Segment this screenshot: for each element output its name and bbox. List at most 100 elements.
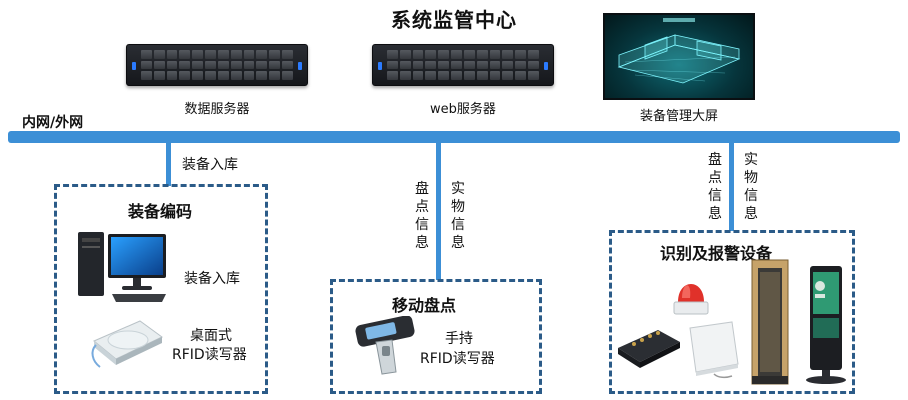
drive-bay [476,71,488,80]
data-server-label: 数据服务器 [184,102,250,117]
security-gate-icon [751,259,789,385]
alarm-group [609,230,855,394]
coding-item-desktop-reader-label-2: RFID读写器 [172,347,247,363]
drive-bay [438,71,450,80]
handheld-rfid-reader-icon [355,316,415,375]
drive-bay [179,60,191,70]
drive-bay [282,60,293,70]
drive-bay [528,50,539,59]
drive-bay [166,50,178,59]
drive-bay [256,50,268,59]
face-recognition-kiosk-icon [806,266,846,384]
drive-bay [269,60,281,70]
network-bus [8,131,900,143]
web-server-image [372,44,554,86]
drive-bay [141,71,152,80]
drive-bay [399,50,411,59]
drive-bay [515,50,527,59]
drive-bay [192,50,204,59]
drive-bay [282,50,293,59]
drive-bay [425,71,437,80]
mobile-group [330,279,542,394]
drive-bay [179,50,191,59]
drive-bay [205,60,216,70]
drive-bay [451,60,462,70]
drive-bay [179,71,191,80]
drive-bay [399,60,411,70]
drive-bay [243,71,255,80]
drive-bay [166,71,178,80]
network-label: 内网/外网 [22,115,84,131]
drive-bay [387,50,398,59]
drive-bay [476,50,488,59]
drive-bay [205,50,216,59]
data-server-image [126,44,308,86]
mobile-item-label-2: RFID读写器 [420,351,495,367]
drive-bays [141,50,293,80]
drive-bay [230,71,242,80]
drive-bay [230,60,242,70]
drive-bay [153,71,165,80]
rfid-antenna-icon [689,321,739,379]
mobile-asset-link-label: 实物信息 [451,181,465,251]
drive-bay [489,50,501,59]
drive-bay [141,50,152,59]
drive-bay [528,71,539,80]
coding-group-title: 装备编码 [128,202,193,221]
alarm-inventory-link-label: 盘点信息 [708,152,722,222]
management-screen-image [603,13,755,100]
drive-bay [269,50,281,59]
drive-bay [451,71,462,80]
desktop-computer-icon [78,232,166,302]
drive-bay [153,60,165,70]
drive-bay [217,60,229,70]
drive-bay [399,71,411,80]
inbound-link-label: 装备入库 [182,157,238,173]
drive-bay [502,50,514,59]
link-coding [166,143,171,186]
drive-bay [412,60,424,70]
alarm-light-icon [673,284,709,315]
drive-bay [438,50,450,59]
link-alarm [729,143,734,231]
drive-bay [502,60,514,70]
fixed-rfid-reader-icon [618,330,680,368]
drive-bay [387,60,398,70]
drive-bay [489,60,501,70]
drive-bay [166,60,178,70]
coding-item-inbound-label: 装备入库 [184,271,240,287]
drive-bay [425,50,437,59]
drive-bay [463,50,475,59]
drive-bay [476,60,488,70]
drive-bay [282,71,293,80]
drive-bay [412,71,424,80]
drive-bay [141,60,152,70]
coding-group [54,184,268,394]
drive-bay [230,50,242,59]
diagram-title: 系统监管中心 [391,8,517,32]
web-server-label: web服务器 [430,102,496,117]
coding-item-desktop-reader-label-1: 桌面式 [190,328,232,344]
drive-bay [243,60,255,70]
drive-bay [243,50,255,59]
drive-bay [502,71,514,80]
drive-bay [269,71,281,80]
alarm-group-title: 识别及报警设备 [660,244,773,263]
drive-bay [528,60,539,70]
drive-bay [489,71,501,80]
drive-bay [192,60,204,70]
alarm-asset-link-label: 实物信息 [744,152,758,222]
management-screen-label: 装备管理大屏 [639,109,718,124]
link-mobile [436,143,441,280]
drive-bay [256,71,268,80]
mobile-group-title: 移动盘点 [392,296,457,315]
drive-bays [387,50,539,80]
drive-bay [217,71,229,80]
drive-bay [192,71,204,80]
building-wireframe-icon [617,18,741,84]
mobile-item-label-1: 手持 [445,331,473,347]
drive-bay [463,60,475,70]
drive-bay [217,50,229,59]
mobile-inventory-link-label: 盘点信息 [415,181,429,251]
drive-bay [451,50,462,59]
